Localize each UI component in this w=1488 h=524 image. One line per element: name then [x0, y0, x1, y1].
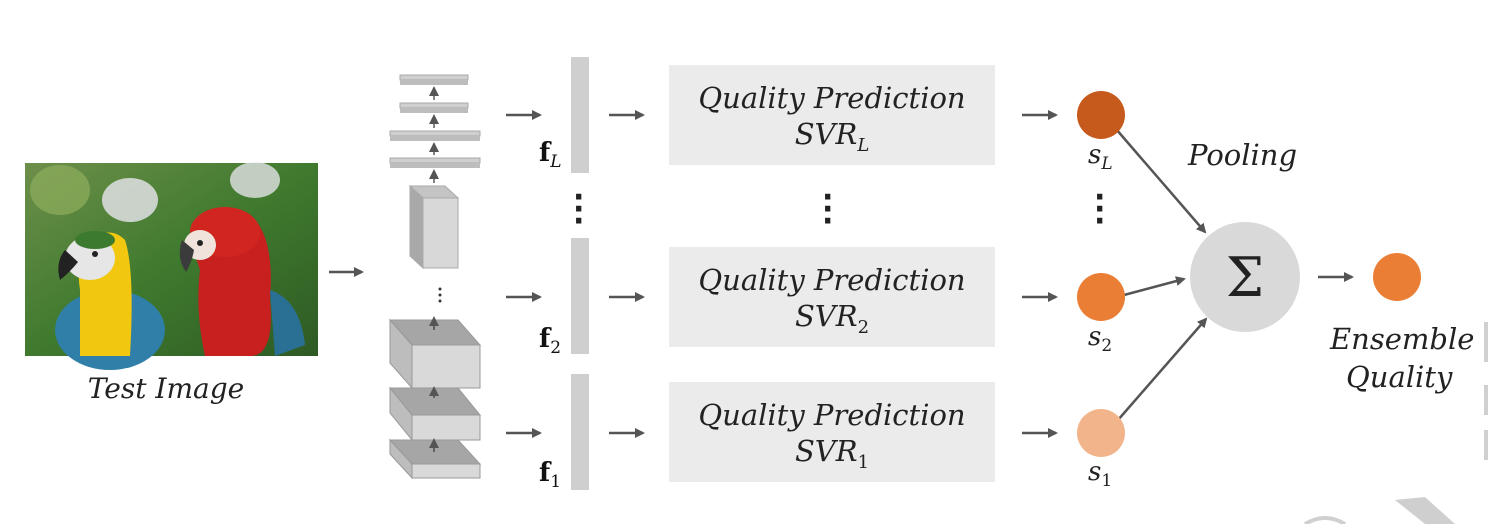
svr-label: Quality Prediction	[698, 398, 966, 432]
feature-subscript: 2	[550, 338, 562, 359]
ellipsis-predictors: ···	[822, 180, 834, 239]
score-node-1	[1077, 409, 1125, 457]
svr-model: SVR	[794, 434, 858, 468]
score-node-2	[1077, 273, 1125, 321]
feature-subscript: 1	[550, 472, 562, 493]
score-symbol: s	[1088, 457, 1102, 487]
fc-layer	[389, 157, 481, 168]
conv-block	[408, 184, 460, 270]
arrow-score-2-to-pool	[1123, 276, 1186, 297]
fc-layer	[399, 74, 469, 85]
feature-label-2: f2	[539, 324, 561, 358]
feature-symbol: f	[539, 138, 551, 168]
ensemble-label-line1: Ensemble	[1330, 322, 1475, 356]
svr-model: SVR	[794, 117, 858, 151]
svr-subscript: 1	[857, 451, 870, 473]
pooling-sum-node	[1190, 222, 1300, 332]
edge-mark	[1484, 385, 1488, 415]
conv-block	[388, 386, 482, 442]
feature-symbol: f	[539, 324, 551, 354]
ensemble-output-node	[1373, 253, 1421, 301]
feature-label-L: fL	[539, 138, 561, 172]
sigma-icon: Σ	[1226, 246, 1264, 309]
svr-subscript: 2	[857, 316, 870, 338]
edge-mark	[1484, 322, 1488, 362]
edge-mark	[1303, 516, 1347, 524]
cnn-network	[388, 74, 482, 480]
test-image	[25, 162, 318, 370]
edge-mark	[1484, 430, 1488, 460]
ellipsis-scores: ···	[1094, 180, 1106, 239]
score-symbol: s	[1088, 322, 1102, 352]
score-subscript: 1	[1101, 471, 1113, 492]
fc-layer	[399, 102, 469, 113]
score-label-1: s1	[1088, 457, 1112, 491]
pooling-label: Pooling	[1188, 138, 1298, 172]
score-subscript: 2	[1101, 336, 1113, 357]
feature-bar-1	[571, 374, 589, 490]
test-image-caption: Test Image	[88, 372, 244, 405]
svr-subscript: L	[857, 134, 870, 156]
score-subscript: L	[1101, 154, 1113, 175]
fc-layer	[389, 130, 481, 141]
feature-bar-L	[571, 57, 589, 173]
conv-block	[388, 318, 482, 390]
ensemble-label-line2: Quality	[1346, 360, 1453, 394]
feature-subscript: L	[550, 152, 562, 173]
score-node-L	[1077, 91, 1125, 139]
feature-symbol: f	[539, 458, 551, 488]
svr-label: Quality Prediction	[698, 263, 966, 297]
score-label-L: sL	[1088, 140, 1113, 174]
feature-label-1: f1	[539, 458, 561, 492]
conv-block	[388, 438, 482, 480]
score-symbol: s	[1088, 140, 1102, 170]
svr-label: Quality Prediction	[698, 81, 966, 115]
svr-box-L: Quality Prediction SVRL	[669, 65, 995, 165]
arrow-score-L-to-pool	[1115, 128, 1207, 234]
svr-box-2: Quality Prediction SVR2	[669, 247, 995, 347]
score-label-2: s2	[1088, 322, 1112, 356]
svr-model: SVR	[794, 299, 858, 333]
ellipsis-features: ···	[573, 180, 585, 239]
edge-mark	[1395, 497, 1455, 524]
svr-box-1: Quality Prediction SVR1	[669, 382, 995, 482]
feature-bar-2	[571, 238, 589, 354]
arrow-score-1-to-pool	[1117, 317, 1208, 421]
